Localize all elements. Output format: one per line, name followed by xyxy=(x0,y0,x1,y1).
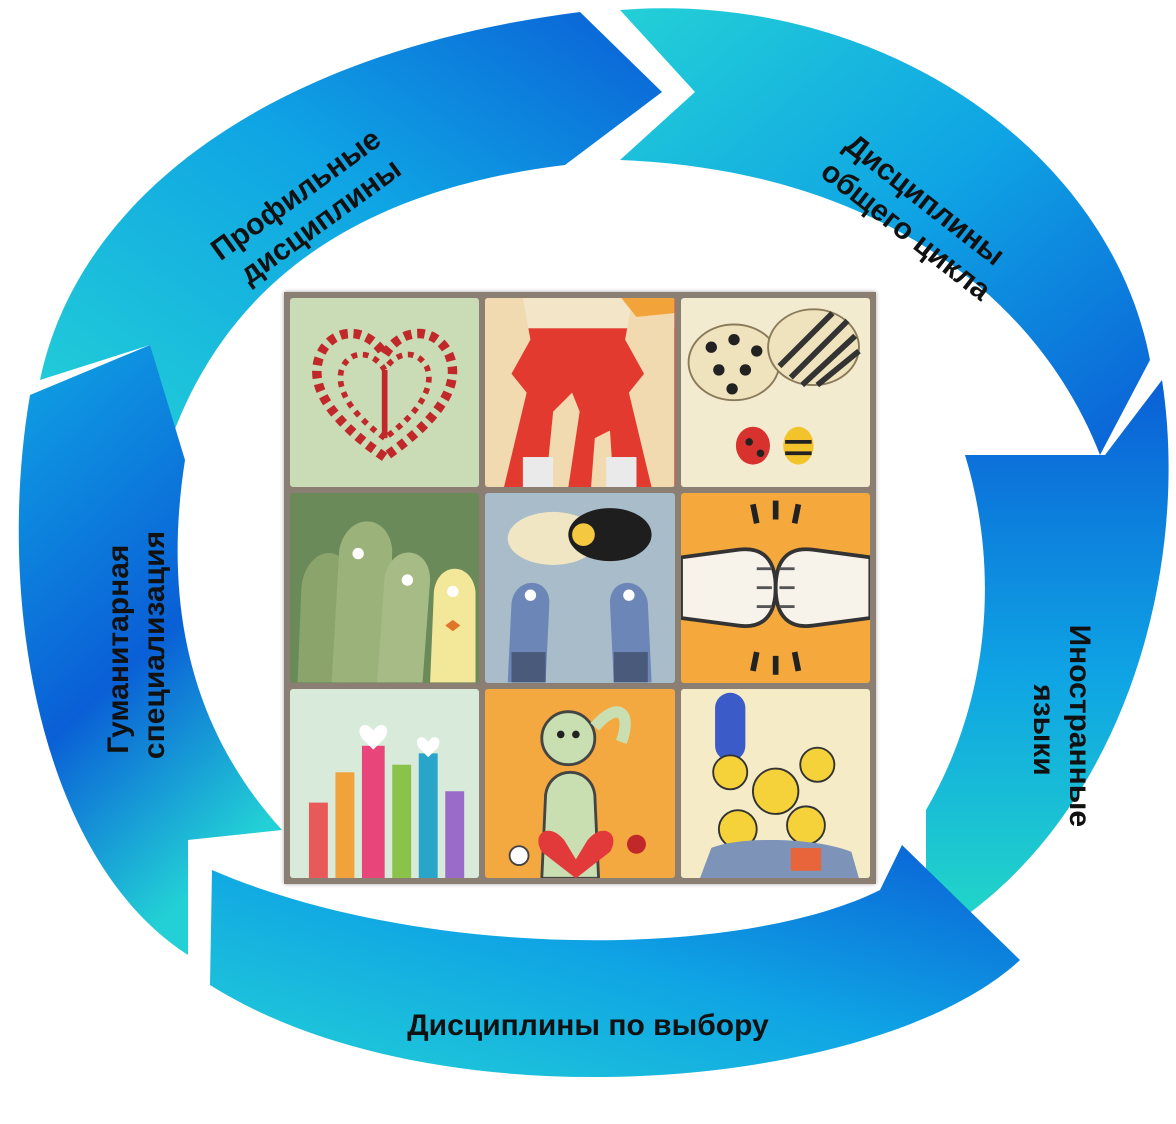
heart-of-people-icon xyxy=(290,298,480,488)
arrow-general-disciplines xyxy=(620,8,1150,456)
cartoon-family-icon xyxy=(680,688,870,878)
label-elective-disciplines: Дисциплины по выбору xyxy=(407,1009,769,1042)
arrow-elective-disciplines xyxy=(210,845,1020,1078)
illustration-grid xyxy=(284,292,876,884)
label-foreign-languages: Иностранные языки xyxy=(1027,625,1096,836)
two-faces-pointing-icon xyxy=(485,298,675,488)
arrow-humanities-specialization xyxy=(18,345,283,955)
crowd-faces-icon xyxy=(290,493,480,683)
arrow-profile-disciplines xyxy=(40,12,662,437)
two-men-speech-bubbles-icon xyxy=(485,493,675,683)
arrow-foreign-languages xyxy=(926,380,1169,920)
fist-bump-icon xyxy=(680,493,870,683)
label-humanities-specialization: Гуманитарная специализация xyxy=(102,531,171,759)
man-thinking-angel-devil-icon xyxy=(485,688,675,878)
ladybug-and-bee-icon xyxy=(680,298,870,488)
raised-hands-hearts-icon xyxy=(290,688,480,878)
